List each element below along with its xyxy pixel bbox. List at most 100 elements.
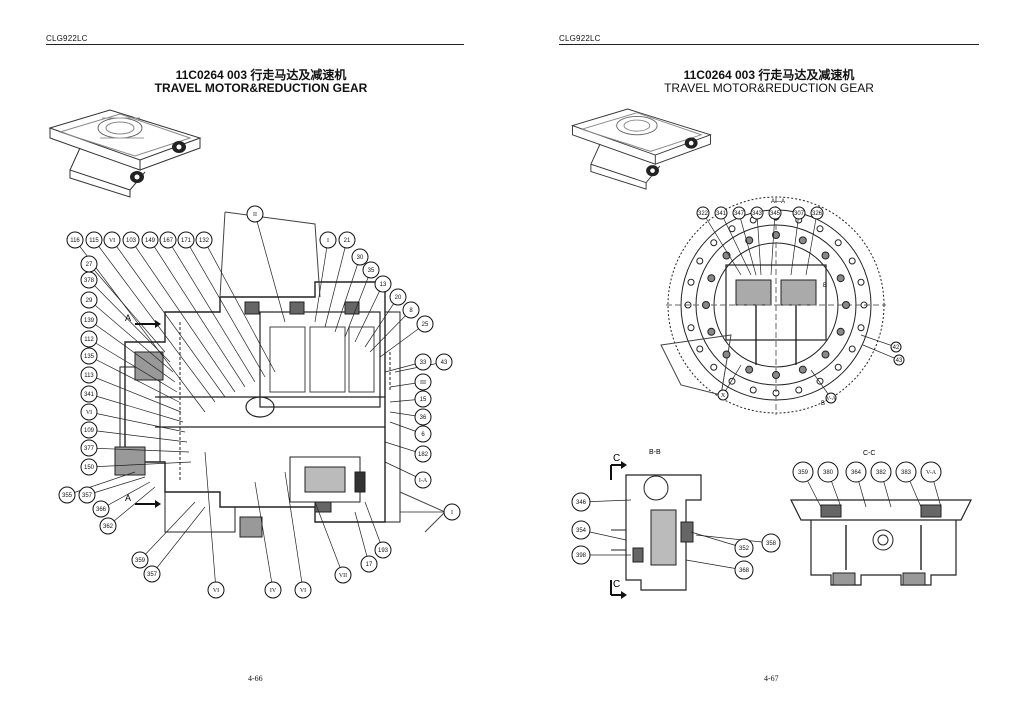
view-label: B-B [649, 449, 661, 456]
part-callout-balloon: 352 [734, 538, 754, 558]
part-number: X [721, 393, 726, 399]
part-callout-balloon: 383 [895, 461, 917, 483]
part-number: 383 [901, 470, 912, 476]
part-number: 341 [716, 211, 727, 217]
part-callout-balloon: 20 [389, 288, 407, 306]
page-header-model: CLG922LC [46, 34, 88, 43]
part-number: 135 [84, 354, 95, 360]
part-number: 112 [84, 337, 94, 343]
part-number: 8 [409, 308, 413, 314]
part-callout-balloon: 322 [696, 206, 710, 220]
part-callout-balloon: 112 [80, 330, 98, 348]
part-callout-balloon: I [319, 231, 337, 249]
part-callout-balloon: 30 [351, 248, 369, 266]
part-callout-balloon: 139 [80, 311, 98, 329]
part-callout-balloon: 103 [122, 231, 140, 249]
part-callout-balloon: 17 [360, 555, 378, 573]
part-number: 368 [739, 568, 750, 574]
part-number: 35 [368, 268, 375, 274]
part-number: 6 [421, 432, 425, 438]
part-callout-balloon: VI [103, 231, 121, 249]
part-number: 113 [84, 373, 94, 379]
part-callout-balloon: 343 [750, 206, 764, 220]
part-callout-balloon: 341 [714, 206, 728, 220]
part-number: 326 [812, 211, 823, 217]
part-callouts: 346 354 398 352 358 368 [571, 492, 781, 580]
section-mark-c-top: C [610, 453, 627, 480]
view-label: A—A [771, 199, 785, 205]
part-callout-balloon: 358 [761, 533, 781, 553]
part-callout-balloon: 182 [414, 445, 432, 463]
part-number: 171 [181, 238, 192, 244]
part-callout-balloon: 377 [80, 439, 98, 457]
part-callout-balloon: 364 [845, 461, 867, 483]
excavator-undercarriage-thumbnail [48, 109, 202, 198]
part-callout-balloon: 341 [80, 385, 98, 403]
part-callout-balloon: 354 [571, 520, 591, 540]
part-callout-balloon: X [717, 389, 729, 401]
page-title-chinese: 11C0264 003 行走马达及减速机 [175, 68, 347, 82]
part-callout-balloon: IV [264, 581, 282, 599]
part-number: 382 [876, 470, 887, 476]
part-number: 362 [103, 524, 114, 530]
part-number: 150 [84, 465, 95, 471]
part-callout-balloon: VI [80, 403, 98, 421]
part-number: 366 [96, 507, 107, 513]
part-callout-balloon: 15 [414, 390, 432, 408]
view-label: C [613, 453, 620, 464]
part-callout-balloon: V-A [825, 392, 837, 404]
part-callout-balloon: 149 [141, 231, 159, 249]
page-header-model: CLG922LC [559, 34, 601, 43]
part-number: 347 [734, 211, 745, 217]
part-number: 380 [823, 470, 834, 476]
part-number: 346 [576, 500, 587, 506]
leader-lines [702, 212, 900, 399]
part-number: 355 [62, 493, 73, 499]
part-callout-balloon: 113 [80, 366, 98, 384]
part-number: 29 [86, 298, 93, 304]
page-title-english: TRAVEL MOTOR&REDUCTION GEAR [154, 81, 368, 95]
page-number: 4-66 [248, 674, 263, 683]
part-callout-balloon: 116 [66, 231, 84, 249]
part-callout-balloon: 25 [416, 315, 434, 333]
part-number: 359 [135, 558, 146, 564]
part-number: 17 [366, 562, 373, 568]
page-title-english: TRAVEL MOTOR&REDUCTION GEAR [664, 81, 874, 95]
part-number: V-A [826, 396, 837, 402]
part-callout-balloon: V-A [920, 461, 942, 483]
part-number: 377 [84, 446, 95, 452]
part-number: 343 [752, 211, 763, 217]
part-number: 167 [163, 238, 174, 244]
view-label: C [613, 579, 620, 590]
part-callout-balloon: 167 [159, 231, 177, 249]
part-callout-balloon: 36 [414, 408, 432, 426]
view-label: B [821, 401, 825, 407]
part-callout-balloon: 362 [99, 517, 117, 535]
part-callout-balloon: 35 [362, 261, 380, 279]
part-number: 341 [84, 392, 95, 398]
part-number: I [327, 238, 329, 244]
part-callout-balloon: 357 [143, 565, 161, 583]
part-callout-balloon: I [443, 503, 461, 521]
part-number: 357 [82, 493, 93, 499]
section-mark-a-bottom: A [125, 493, 161, 508]
part-number: I-A [419, 478, 428, 484]
header-rule [559, 44, 979, 45]
part-number: 25 [422, 322, 429, 328]
leader-lines [66, 213, 452, 591]
part-number: 322 [698, 211, 709, 217]
view-label: B [823, 283, 827, 289]
part-callout-balloon: II [246, 205, 264, 223]
part-number: 357 [147, 572, 158, 578]
part-callout-balloon: 382 [870, 461, 892, 483]
part-number: VI [109, 238, 115, 244]
part-number: 398 [576, 553, 587, 559]
part-callout-balloon: 378 [80, 271, 98, 289]
section-label: A [125, 313, 131, 323]
